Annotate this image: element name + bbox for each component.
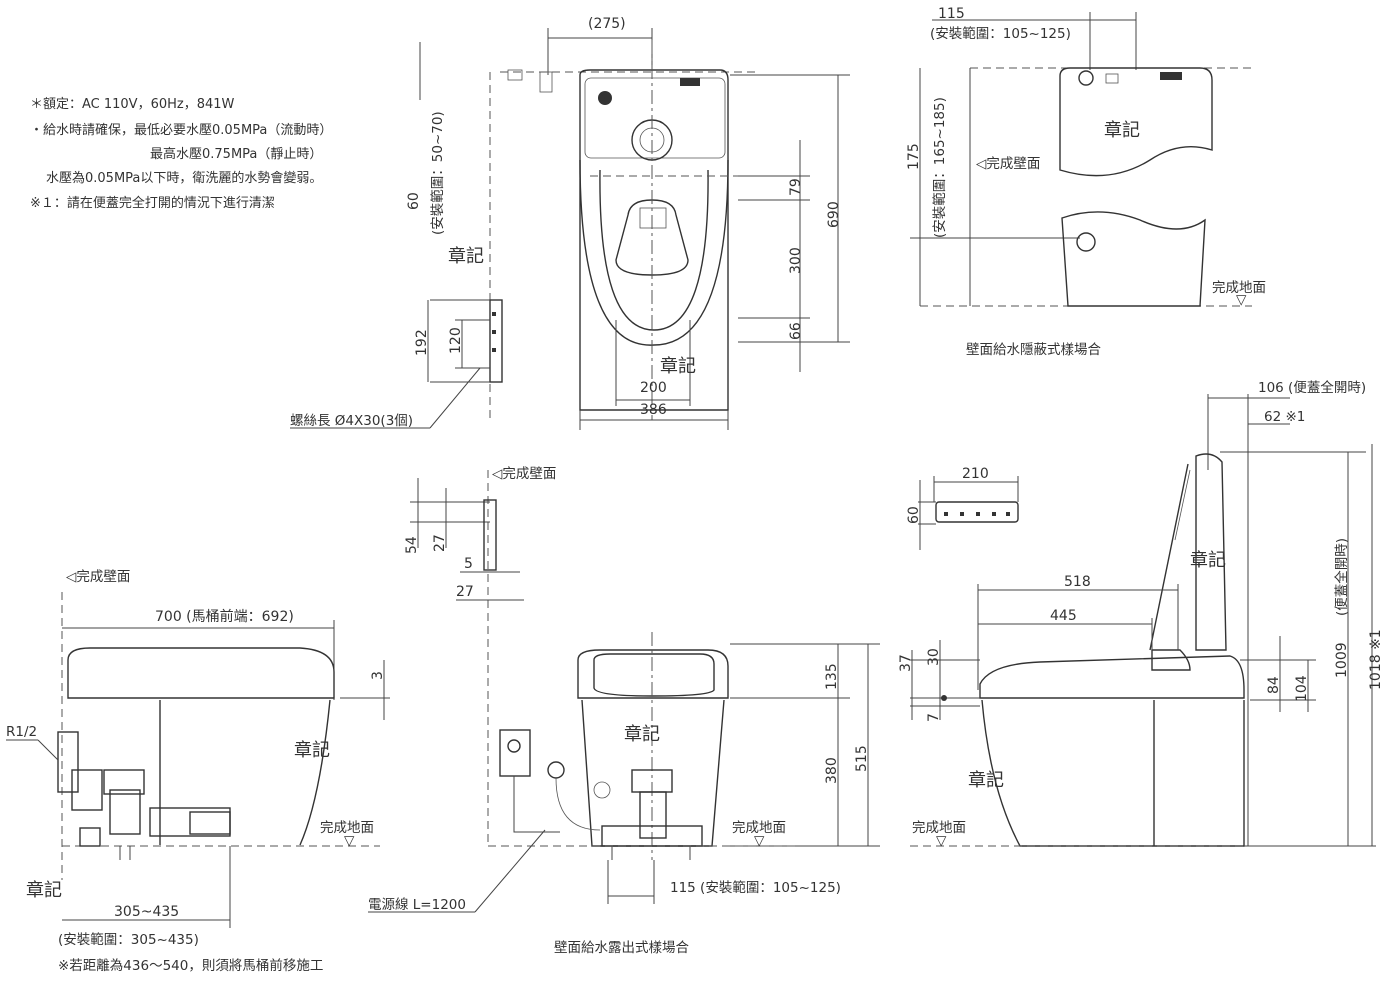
chapter-mark-right-top: 章記 [1190,550,1226,571]
lid-open-106: 106 (便蓋全開時) [1258,379,1366,396]
lid-open-vertical: (便蓋全開時) [1333,538,1350,616]
note-water-pressure-min: ・給水時請確保，最低必要水壓0.05MPa（流動時） [30,122,332,138]
notes-block: ＊額定：AC 110V，60Hz，841W ・給水時請確保，最低必要水壓0.05… [30,97,332,211]
dim-115-top: 115 [938,6,965,22]
dim-79: 79 [788,178,804,196]
dim-1018: 1018 ※1 [1368,629,1382,690]
dim-7: 7 [926,713,942,722]
finished-floor-concealed: 完成地面 [1212,280,1266,296]
dim-37: 37 [898,654,914,672]
floor-arrow-left: ▽ [344,833,355,849]
floor-arrow-front: ▽ [754,833,765,849]
dim-104: 104 [1294,675,1310,702]
install-range-305: (安裝範圍：305~435) [58,932,199,948]
power-cord-label: 電源線 L=1200 [368,897,466,913]
dim-54: 54 [404,536,420,554]
dim-380: 380 [824,757,840,784]
chapter-mark-right: 章記 [968,770,1004,791]
dim-27-b: 27 [456,584,474,600]
finished-floor-left: 完成地面 [320,820,374,836]
front-view-exposed: ◁完成壁面 54 27 5 27 135 380 515 章記 [368,466,880,956]
r12-label: R1/2 [6,724,37,740]
dim-135: 135 [824,663,840,690]
dim-275: (275) [588,16,626,32]
chapter-mark-top-left: 章記 [448,246,484,267]
install-range-105-125-bottom: 115 (安裝範圍：105~125) [670,880,841,896]
chapter-mark-left-bottom: 章記 [26,880,62,901]
dim-120: 120 [448,327,464,354]
finished-floor-front: 完成地面 [732,820,786,836]
dim-690: 690 [826,201,842,228]
note-rating: ＊額定：AC 110V，60Hz，841W [30,97,235,112]
note-62: 62 ※1 [1264,409,1305,425]
move-note: ※若距離為436～540，則須將馬桶前移施工 [58,957,323,974]
chapter-mark-front: 章記 [624,724,660,745]
dim-200: 200 [640,380,667,396]
note-low-pressure: 水壓為0.05MPa以下時，衛洗麗的水勢會變弱。 [46,170,322,186]
top-view: (275) 60 (安裝範圍：50~70) 79 300 66 [290,16,850,430]
floor-arrow-concealed: ▽ [1236,292,1247,308]
dim-192: 192 [414,329,430,356]
dim-445: 445 [1050,608,1077,624]
dim-300: 300 [788,247,804,274]
note-clean-lid-open: ※１：請在便蓋完全打開的情況下進行清潔 [30,195,275,211]
dim-175: 175 [906,143,922,170]
finished-wall-concealed: ◁完成壁面 [975,156,1040,172]
chapter-mark-left: 章記 [294,740,330,761]
length-700: 700 (馬桶前端：692) [155,608,294,625]
install-range-50-70: (安裝範圍：50~70) [430,111,446,235]
floor-arrow-right: ▽ [936,833,947,849]
note-water-pressure-max: 最高水壓0.75MPa（靜止時） [150,146,322,162]
side-view-right: 210 60 106 (便蓋全開時) 62 ※1 章記 章記 完成地面 ▽ [898,379,1382,849]
dim-3: 3 [370,671,386,680]
finished-floor-right: 完成地面 [912,820,966,836]
finished-wall-front: ◁完成壁面 [491,466,556,482]
supply-fittings-icon [57,731,231,860]
install-range-165-185: (安裝範圍：165~185) [932,97,948,238]
supply-valve-icon [507,69,605,101]
dim-305-435: 305~435 [114,904,179,920]
chapter-mark-concealed: 章記 [1104,120,1140,141]
dim-60-remote: 60 [906,506,922,524]
dim-5: 5 [464,556,473,572]
dim-518: 518 [1064,574,1091,590]
dim-386: 386 [640,402,667,418]
install-range-105-125-top: (安裝範圍：105~125) [930,26,1071,42]
chapter-mark-top: 章記 [660,356,696,377]
dim-210: 210 [962,466,989,482]
dim-66: 66 [788,322,804,340]
dim-60: 60 [406,192,422,210]
dim-515: 515 [854,745,870,772]
dim-30: 30 [926,648,942,666]
outlet-icon [499,729,601,833]
screw-note: 螺絲長 Ø4X30(3個) [290,413,413,429]
finished-wall-left: ◁完成壁面 [65,569,130,585]
dim-84: 84 [1266,676,1282,694]
dim-1009: 1009 [1334,642,1350,678]
dim-27-a: 27 [432,534,448,552]
exposed-caption: 壁面給水露出式樣場合 [554,939,689,956]
side-view-left: ◁完成壁面 700 (馬桶前端：692) 3 章記 完成地面 ▽ R1/2 [6,569,390,974]
concealed-caption: 壁面給水隱蔽式樣場合 [966,341,1101,358]
concealed-supply-view: 115 (安裝範圍：105~125) 175 (安裝範圍：165~185) 章記… [906,6,1266,358]
